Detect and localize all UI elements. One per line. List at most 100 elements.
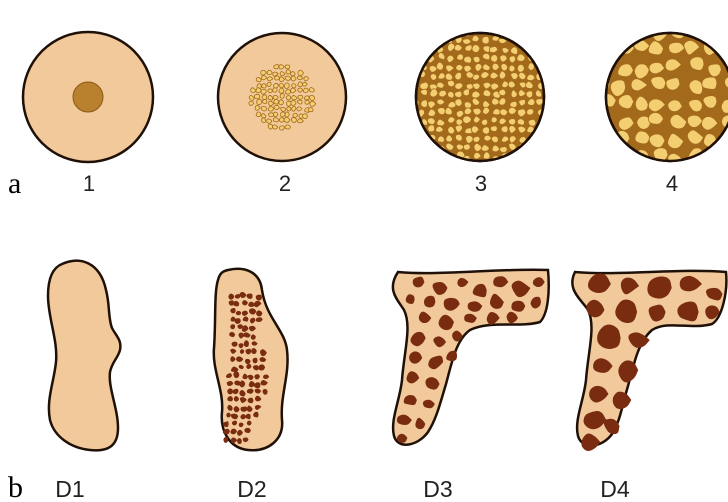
trabecular-cell — [291, 72, 296, 76]
trabecular-cell — [436, 62, 443, 70]
trabecular-cell — [428, 125, 435, 132]
trabecular-cell — [490, 126, 497, 132]
trabecular-cell — [274, 99, 279, 104]
trabecular-cell — [489, 46, 498, 52]
trabecular-cell — [274, 76, 279, 80]
trabecular-cell — [472, 45, 480, 53]
trabecular-cell — [484, 135, 492, 141]
trabecular-cell — [303, 88, 308, 92]
trabecular-cell — [491, 117, 497, 123]
trabecular-cell — [448, 126, 455, 133]
bone-shape-d2 — [214, 269, 288, 450]
trabecular-cell — [268, 89, 273, 93]
marrow-spot — [223, 437, 228, 443]
trabecular-cell — [256, 112, 261, 117]
trabecular-cell — [448, 91, 455, 98]
trabecular-cell — [528, 119, 536, 126]
trabecular-cell — [279, 100, 284, 105]
trabecular-cell — [509, 65, 515, 72]
trabecular-cell — [510, 101, 517, 107]
trabecular-cell — [455, 91, 462, 97]
trabecular-cell — [267, 119, 272, 123]
cross-section-4 — [596, 22, 728, 166]
trabecular-cell — [309, 95, 314, 100]
trabecular-cell — [298, 95, 303, 99]
trabecular-cell — [483, 53, 490, 60]
trabecular-cell — [285, 76, 291, 80]
trabecular-cell — [482, 127, 489, 134]
trabecular-cell — [472, 35, 479, 41]
trabecular-cell — [291, 118, 296, 123]
bone-label-d1: D1 — [55, 476, 84, 502]
trabecular-cell — [291, 101, 296, 106]
trabecular-cell — [430, 74, 437, 81]
section-label-3: 3 — [475, 171, 487, 196]
trabecular-cell — [499, 89, 506, 95]
bone-shape-d4 — [572, 271, 726, 451]
panel-a: a 1 2 3 4 — [8, 22, 728, 200]
trabecular-cell — [298, 70, 304, 75]
trabecular-cell — [464, 108, 472, 115]
marrow-spot — [613, 392, 632, 409]
trabecular-cell — [473, 74, 480, 80]
trabecular-cell — [261, 118, 265, 123]
trabecular-cell — [491, 55, 498, 63]
trabecular-cell — [491, 136, 498, 143]
trabecular-cell — [437, 108, 445, 115]
trabecular-cell — [500, 147, 508, 153]
trabecular-cell — [500, 109, 508, 116]
trabecular-cell — [509, 56, 516, 63]
trabecular-cell — [457, 54, 464, 60]
trabecular-cell — [305, 100, 309, 104]
trabecular-cell — [274, 105, 280, 109]
bone-shape-d1 — [48, 261, 120, 451]
trabecular-cell — [267, 82, 271, 86]
trabecular-cell — [261, 89, 266, 94]
trabecular-cell — [527, 74, 535, 80]
cross-section-2 — [218, 33, 346, 161]
panel-b-letter: b — [8, 471, 23, 502]
panel-a-letter: a — [8, 167, 21, 200]
trabecular-cell — [464, 56, 472, 63]
trabecular-cell — [280, 94, 284, 99]
trabecular-cell — [527, 109, 534, 115]
trabecular-cell — [473, 56, 480, 62]
trabecular-cell — [447, 80, 454, 86]
bone-shape-d3 — [393, 270, 549, 445]
trabecular-cell — [285, 112, 289, 117]
trabecular-cell — [455, 72, 462, 80]
trabecular-cell — [618, 95, 633, 109]
trabecular-cell — [455, 99, 462, 107]
trabecular-cell — [268, 107, 273, 112]
trabecular-cell — [267, 70, 272, 74]
trabecular-cell — [286, 96, 290, 100]
trabecular-cell — [455, 134, 462, 141]
trabecular-cell — [304, 96, 309, 100]
trabecular-cell — [666, 78, 680, 90]
trabecular-cell — [410, 81, 416, 88]
trabecular-cell — [517, 64, 524, 72]
trabecular-cell — [526, 91, 533, 98]
trabecular-cell — [285, 65, 290, 69]
trabecular-cell — [286, 101, 291, 106]
trabecular-cell — [463, 39, 472, 44]
trabecular-cell — [302, 114, 307, 119]
trabecular-cell — [702, 77, 717, 89]
trabecular-cell — [281, 107, 286, 111]
trabecular-cell — [262, 84, 267, 88]
trabecular-cell — [421, 100, 428, 108]
trabecular-cell — [482, 36, 489, 44]
trabecular-cell — [456, 64, 463, 70]
trabecular-cell — [438, 136, 445, 142]
trabecular-cell — [510, 47, 517, 55]
trabecular-cell — [517, 119, 524, 125]
cross-section-3 — [409, 27, 545, 162]
bone-label-d4: D4 — [600, 476, 630, 502]
trabecular-cell — [279, 126, 284, 130]
trabecular-cell — [279, 84, 283, 88]
trabecular-cell — [463, 144, 470, 150]
trabecular-cell — [298, 82, 303, 87]
trabecular-cell — [430, 89, 438, 97]
